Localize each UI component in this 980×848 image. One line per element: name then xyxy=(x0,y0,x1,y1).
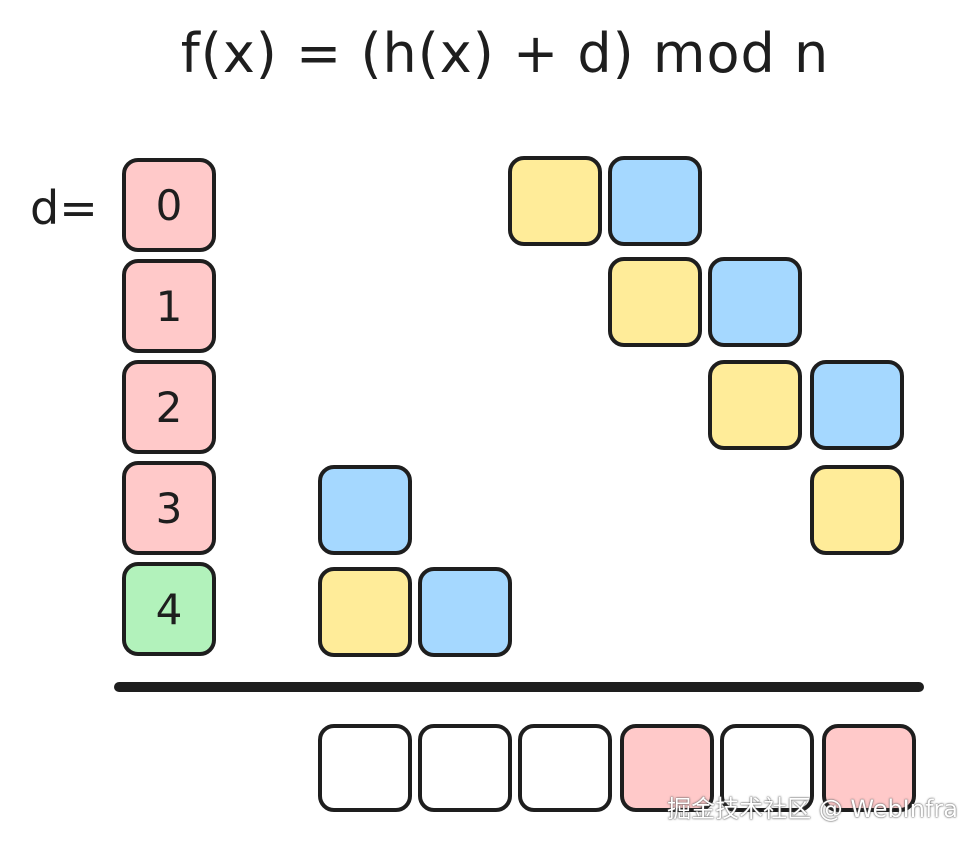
divider-line xyxy=(114,682,924,692)
formula-title: f(x) = (h(x) + d) mod n xyxy=(180,22,830,85)
blue-probe-cell xyxy=(318,465,412,555)
d-label: d= xyxy=(30,181,98,235)
table-slot xyxy=(518,724,612,812)
d-value-box: 1 xyxy=(122,259,216,353)
blue-probe-cell xyxy=(708,257,802,347)
yellow-probe-cell xyxy=(708,360,802,450)
table-slot xyxy=(418,724,512,812)
table-slot xyxy=(720,724,814,812)
d-value-box: 4 xyxy=(122,562,216,656)
blue-probe-cell xyxy=(418,567,512,657)
yellow-probe-cell xyxy=(508,156,602,246)
yellow-probe-cell xyxy=(608,257,702,347)
d-value-box: 2 xyxy=(122,360,216,454)
d-value-box: 3 xyxy=(122,461,216,555)
blue-probe-cell xyxy=(608,156,702,246)
yellow-probe-cell xyxy=(810,465,904,555)
table-slot xyxy=(822,724,916,812)
watermark: 掘金技术社区 @ WebInfra xyxy=(667,795,958,823)
yellow-probe-cell xyxy=(318,567,412,657)
blue-probe-cell xyxy=(810,360,904,450)
table-slot xyxy=(620,724,714,812)
table-slot xyxy=(318,724,412,812)
d-value-box: 0 xyxy=(122,158,216,252)
